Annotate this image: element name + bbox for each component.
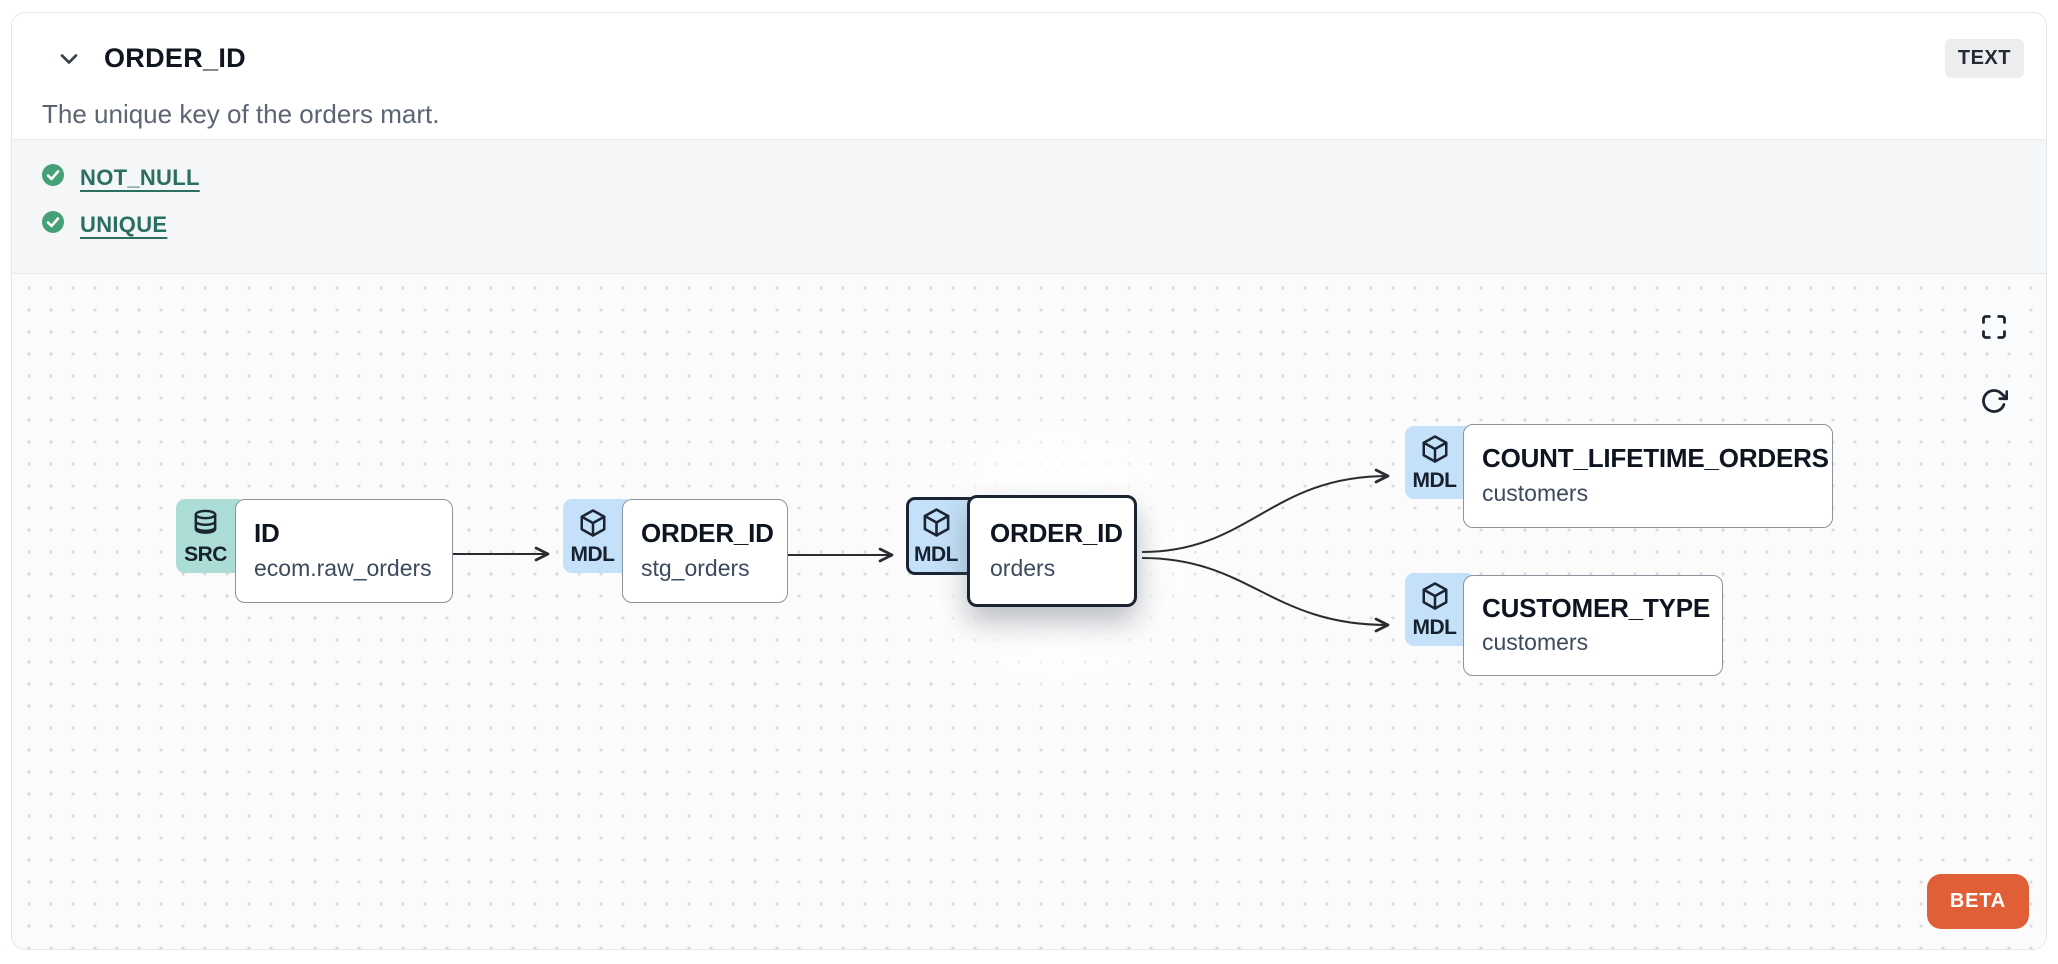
refresh-button[interactable] bbox=[1970, 378, 2018, 426]
lineage-canvas[interactable]: SRC ID ecom.raw_orders MDL ORDER_ID stg_… bbox=[12, 274, 2046, 949]
refresh-icon bbox=[1980, 387, 2009, 418]
node-type-label: MDL bbox=[914, 543, 959, 566]
chevron-down-icon bbox=[55, 45, 83, 76]
page-title: ORDER_ID bbox=[104, 43, 246, 73]
test-link-not-null[interactable]: NOT_NULL bbox=[80, 164, 200, 190]
node-title: ORDER_ID bbox=[990, 518, 1123, 549]
edge-orders-to-customer-type bbox=[1141, 557, 1390, 633]
node-subtitle: customers bbox=[1482, 629, 1589, 656]
node-card: COUNT_LIFETIME_ORDERS customers bbox=[1463, 424, 1833, 528]
fullscreen-icon bbox=[1980, 313, 2008, 344]
node-title: ORDER_ID bbox=[641, 518, 774, 549]
database-icon bbox=[191, 508, 220, 543]
node-subtitle: customers bbox=[1482, 479, 1589, 506]
node-title: COUNT_LIFETIME_ORDERS bbox=[1482, 443, 1829, 474]
node-title: CUSTOMER_TYPE bbox=[1482, 592, 1711, 623]
column-details-panel: ORDER_ID The unique key of the orders ma… bbox=[11, 12, 2047, 950]
node-type-label: MDL bbox=[1412, 616, 1458, 639]
edge-orders-to-count bbox=[1141, 468, 1390, 553]
node-type-label: MDL bbox=[570, 542, 616, 566]
test-row: NOT_NULL bbox=[41, 161, 2046, 194]
check-circle-icon bbox=[41, 163, 65, 192]
column-type-badge: TEXT bbox=[1944, 39, 2024, 78]
model-badge: MDL bbox=[563, 499, 633, 573]
node-card: ID ecom.raw_orders bbox=[235, 499, 453, 603]
node-card: ORDER_ID stg_orders bbox=[622, 499, 788, 603]
node-card: ORDER_ID orders bbox=[967, 495, 1137, 607]
node-type-label: MDL bbox=[1412, 469, 1458, 492]
fullscreen-button[interactable] bbox=[1970, 304, 2018, 352]
source-badge: SRC bbox=[176, 499, 246, 573]
tests-section: NOT_NULL UNIQUE bbox=[12, 139, 2046, 274]
lineage-edges bbox=[453, 468, 1390, 633]
test-link-unique[interactable]: UNIQUE bbox=[80, 211, 168, 237]
canvas-controls bbox=[1970, 304, 2018, 426]
panel-header: ORDER_ID The unique key of the orders ma… bbox=[12, 13, 2046, 139]
cube-icon bbox=[1420, 581, 1450, 616]
node-type-label: SRC bbox=[184, 542, 227, 566]
check-circle-icon bbox=[41, 210, 65, 239]
node-subtitle: orders bbox=[990, 554, 1056, 581]
cube-icon bbox=[921, 507, 952, 543]
collapse-button[interactable] bbox=[54, 45, 84, 75]
cube-icon bbox=[578, 508, 608, 543]
node-subtitle: ecom.raw_orders bbox=[254, 554, 432, 581]
node-subtitle: stg_orders bbox=[641, 554, 750, 581]
node-card: CUSTOMER_TYPE customers bbox=[1463, 575, 1723, 676]
node-title: ID bbox=[254, 518, 280, 549]
cube-icon bbox=[1420, 434, 1450, 469]
test-row: UNIQUE bbox=[41, 208, 2046, 241]
beta-badge: BETA bbox=[1926, 874, 2029, 929]
column-description: The unique key of the orders mart. bbox=[42, 99, 440, 129]
